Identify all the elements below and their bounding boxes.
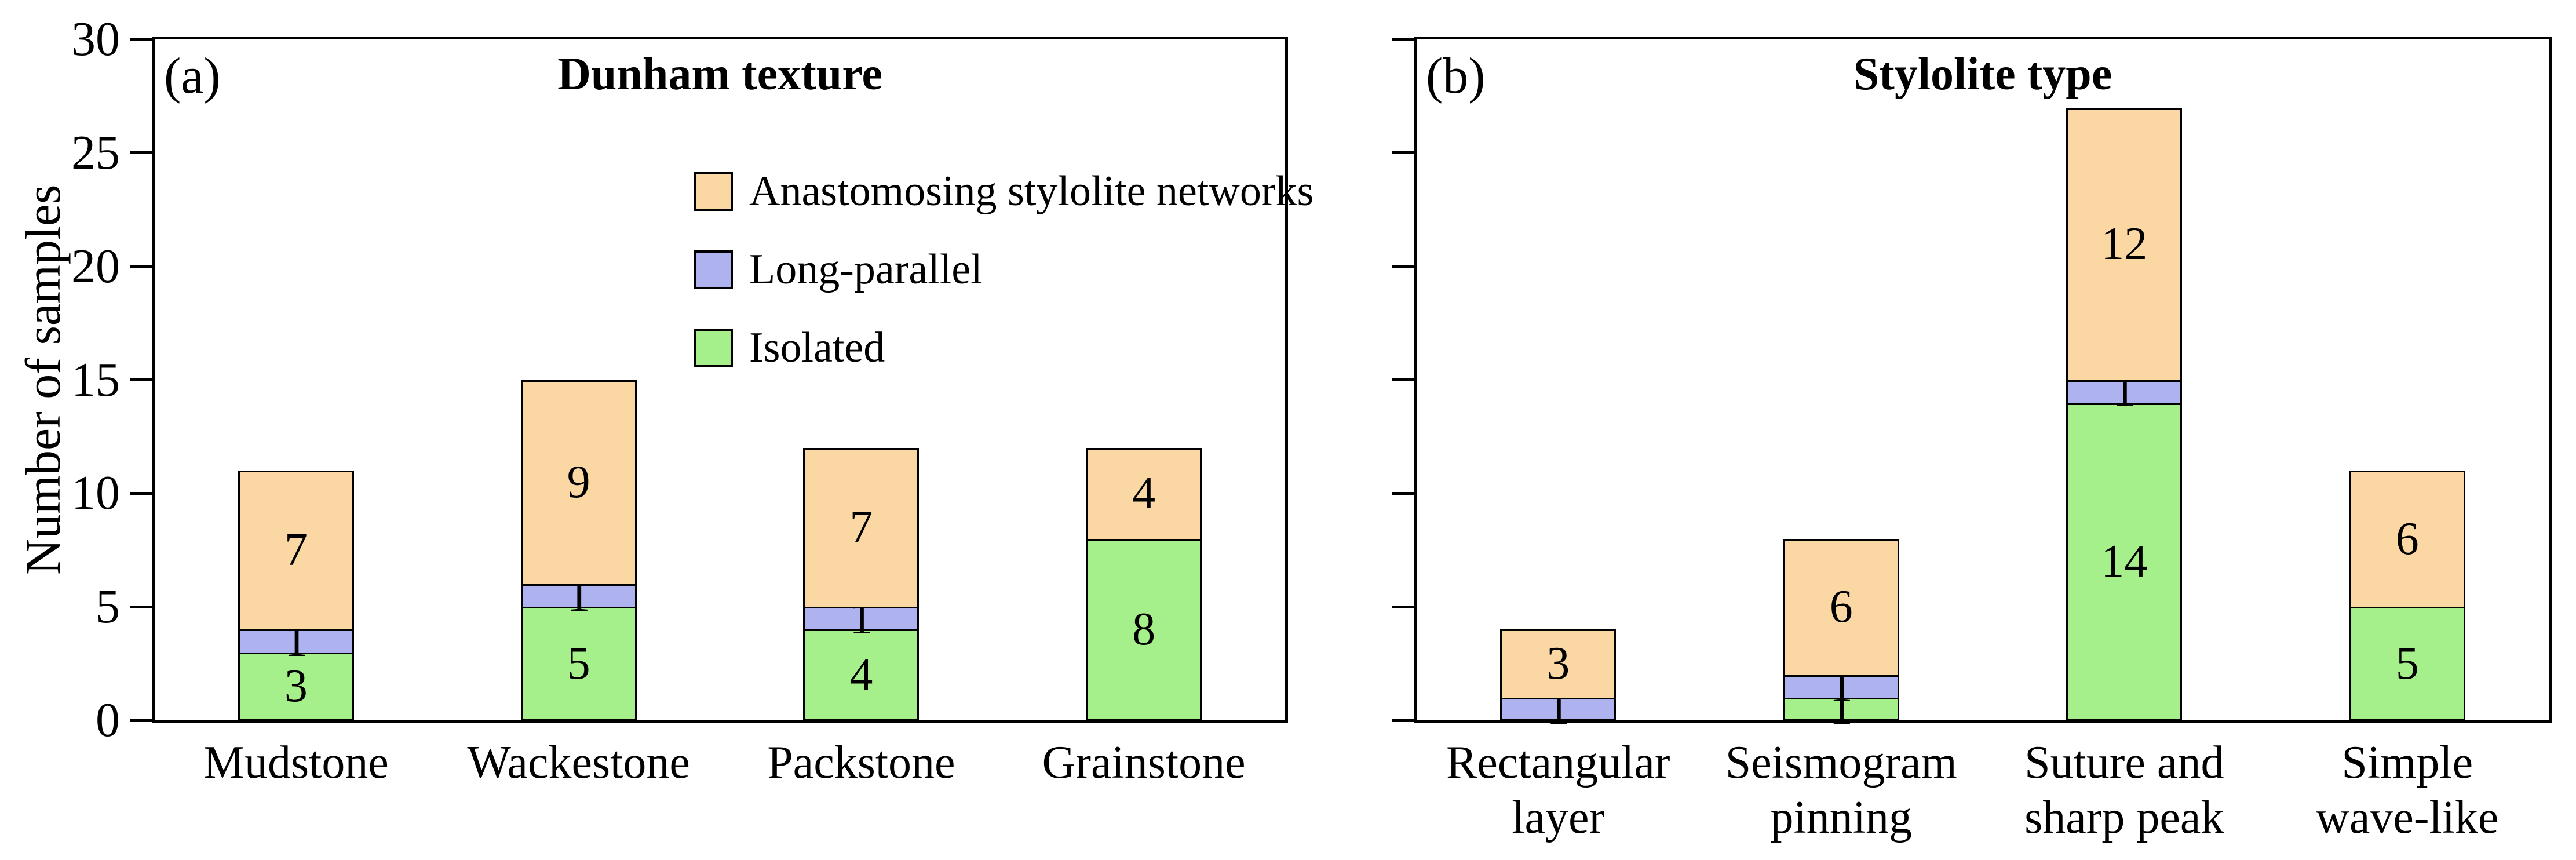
bar-segment-anastomosing-stylolite-networks (2349, 471, 2465, 609)
legend-label: Long-parallel (749, 246, 983, 293)
x-category-label-line: layer (1512, 792, 1605, 843)
bar-value-label: 8 (1132, 604, 1156, 655)
legend-label: Anastomosing stylolite networks (749, 167, 1314, 215)
bar-segment-anastomosing-stylolite-networks (238, 471, 354, 632)
x-category-label-line: wave-like (2316, 792, 2499, 843)
bar-segment-anastomosing-stylolite-networks (1500, 629, 1617, 699)
x-category-label-line: Seismogram (1725, 737, 1957, 788)
y-axis-tick-label: 0 (96, 693, 120, 747)
bar-segment-isolated (520, 607, 637, 720)
x-category-label-line: Packstone (767, 737, 955, 788)
y-axis-tick (130, 38, 152, 41)
y-axis-tick (1392, 38, 1414, 41)
y-axis-tick (130, 265, 152, 268)
bar-value-label: 12 (2101, 218, 2148, 269)
x-category-label-line: Grainstone (1042, 737, 1246, 788)
y-axis-tick (1392, 719, 1414, 722)
bar-segment-isolated (2349, 607, 2465, 720)
bar-segment-isolated (2066, 402, 2183, 720)
panel-a: (a) Dunham texture Anastomosing stylolit… (71, 15, 1313, 789)
bar-value-label: 6 (1829, 581, 1853, 633)
bar-segment-anastomosing-stylolite-networks (1086, 448, 1202, 541)
x-category-label-line: Simple (2341, 737, 2473, 788)
y-axis-tick (130, 719, 152, 722)
y-axis-tick (1392, 491, 1414, 495)
panel-b-title: Stylolite type (1853, 49, 2112, 100)
y-axis-tick (130, 151, 152, 155)
bar-value-label: 3 (1546, 638, 1570, 690)
x-category-label: Grainstone (1002, 735, 1285, 790)
y-axis-tick (130, 378, 152, 381)
x-category-label-line: Wackestone (467, 737, 690, 788)
bar-value-label: 6 (2395, 513, 2419, 564)
x-category-label: Wackestone (437, 735, 720, 790)
x-category-label: Packstone (720, 735, 1003, 790)
y-axis-tick-label: 15 (71, 352, 120, 407)
legend-swatch-anastomosing (694, 172, 733, 211)
bar-value-label: 7 (849, 502, 873, 553)
panel-b-label: (b) (1426, 48, 1486, 104)
legend-item: Isolated (694, 326, 1313, 370)
legend-item: Anastomosing stylolite networks (694, 169, 1313, 213)
y-axis-tick (130, 491, 152, 495)
x-category-label-line: Suture and (2024, 737, 2224, 788)
panel-a-title: Dunham texture (557, 49, 882, 100)
bar-value-label: 5 (2395, 638, 2419, 690)
bar-value-label: 5 (567, 638, 590, 690)
bar-segment-anastomosing-stylolite-networks (803, 448, 920, 609)
bar-value-label: 3 (284, 661, 308, 712)
bar-value-label: 4 (1132, 468, 1156, 519)
y-axis-tick-label: 30 (71, 12, 120, 66)
bar-segment-isolated (238, 652, 354, 720)
legend-swatch-long-parallel (694, 250, 733, 289)
y-axis-tick (130, 605, 152, 608)
bar-segment-anastomosing-stylolite-networks (520, 380, 637, 586)
x-category-label-line: Rectangular (1446, 737, 1670, 788)
legend-label: Isolated (749, 324, 885, 371)
legend: Anastomosing stylolite networks Long-par… (694, 169, 1313, 404)
x-category-label-line: pinning (1770, 792, 1912, 843)
bar-segment-anastomosing-stylolite-networks (1783, 538, 1899, 677)
y-axis-tick (1392, 605, 1414, 608)
y-axis-tick-label: 20 (71, 239, 120, 293)
x-category-label-line: sharp peak (2024, 792, 2224, 843)
y-axis-tick (1392, 265, 1414, 268)
legend-swatch-isolated (694, 328, 733, 367)
bar-segment-long-parallel (1783, 675, 1899, 699)
bar-value-label: 7 (284, 524, 308, 576)
bar-value-label: 9 (567, 456, 590, 508)
bar-segment-anastomosing-stylolite-networks (2066, 107, 2183, 382)
bar-segment-isolated (803, 629, 920, 720)
legend-item: Long-parallel (694, 247, 1313, 291)
y-axis-tick-label: 25 (71, 125, 120, 180)
x-category-label: Mudstone (155, 735, 437, 790)
bar-value-label: 14 (2101, 535, 2148, 587)
y-axis-tick (1392, 378, 1414, 381)
y-axis-tick-label: 5 (96, 580, 120, 634)
x-category-label-line: Mudstone (203, 737, 389, 788)
bar-value-label: 4 (849, 649, 873, 701)
y-axis-tick-label: 10 (71, 466, 120, 520)
y-axis-tick (1392, 151, 1414, 155)
panel-a-label: (a) (164, 48, 221, 104)
